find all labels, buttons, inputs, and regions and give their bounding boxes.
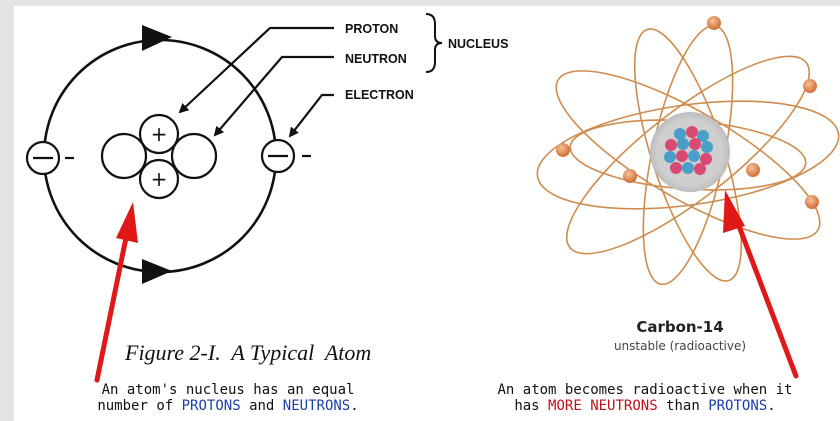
- carbon-14-title: Carbon-14: [636, 318, 723, 336]
- electron-pointer: [288, 93, 334, 138]
- right-caption-line2: has MORE NEUTRONS than PROTONS.: [450, 398, 840, 414]
- right-caption: An atom becomes radioactive when it has …: [450, 382, 840, 414]
- neutron-label: NEUTRON: [345, 52, 407, 66]
- left-caption-line2: number of PROTONS and NEUTRONS.: [18, 398, 438, 414]
- right-caption-text-than: than: [657, 398, 709, 414]
- proton-plus-bottom: +: [151, 167, 168, 191]
- neutron-left: [100, 132, 148, 180]
- proton-bottom: [138, 158, 180, 200]
- left-caption-text-and: and: [240, 398, 283, 414]
- electron-left: [25, 140, 74, 176]
- left-red-arrowhead-icon: [116, 202, 138, 243]
- nucleus-bracket: [425, 13, 443, 73]
- left-caption: An atom's nucleus has an equal number of…: [18, 382, 438, 414]
- left-caption-text-a: number of: [97, 398, 182, 414]
- neutron-right: [170, 132, 218, 180]
- carbon-14-subtitle: unstable (radioactive): [614, 339, 746, 353]
- neutrons-highlight: NEUTRONS: [282, 398, 351, 414]
- right-caption-period: .: [767, 398, 776, 414]
- nucleus: + +: [100, 113, 218, 200]
- typical-atom-diagram: + + PROTON NEUTRON NUCLEUS: [25, 13, 508, 365]
- neutron-pointer: [213, 55, 334, 137]
- orbit-arrow-bottom-icon: [142, 259, 172, 284]
- left-red-arrow: [94, 202, 138, 383]
- left-caption-period: .: [350, 398, 359, 414]
- right-red-arrow: [723, 190, 799, 379]
- right-protons-highlight: PROTONS: [708, 398, 768, 414]
- proton-plus-top: +: [151, 122, 168, 146]
- figure-caption: Figure 2-I. A Typical Atom: [124, 340, 371, 365]
- right-red-arrowhead-icon: [723, 190, 745, 233]
- orbit-arrow-top-icon: [142, 25, 172, 51]
- proton-pointer: [178, 26, 334, 114]
- more-neutrons-highlight: MORE NEUTRONS: [548, 398, 658, 414]
- proton-top: [138, 113, 180, 155]
- electron-label: ELECTRON: [345, 88, 414, 102]
- electron-orbit: [42, 38, 278, 274]
- carbon-electrons: [556, 16, 819, 209]
- right-caption-text-a: has: [514, 398, 549, 414]
- right-caption-line1: An atom becomes radioactive when it: [497, 382, 793, 398]
- nucleons: [664, 126, 713, 175]
- image-panel: [14, 6, 840, 421]
- left-caption-line1: An atom's nucleus has an equal: [101, 382, 355, 398]
- carbon-14-diagram: Carbon-14 unstable (radioactive): [536, 16, 840, 353]
- proton-label: PROTON: [345, 22, 398, 36]
- nucleus-label: NUCLEUS: [448, 37, 508, 51]
- electron-right: [260, 138, 311, 174]
- protons-highlight: PROTONS: [181, 398, 241, 414]
- carbon-nucleus: [650, 112, 730, 192]
